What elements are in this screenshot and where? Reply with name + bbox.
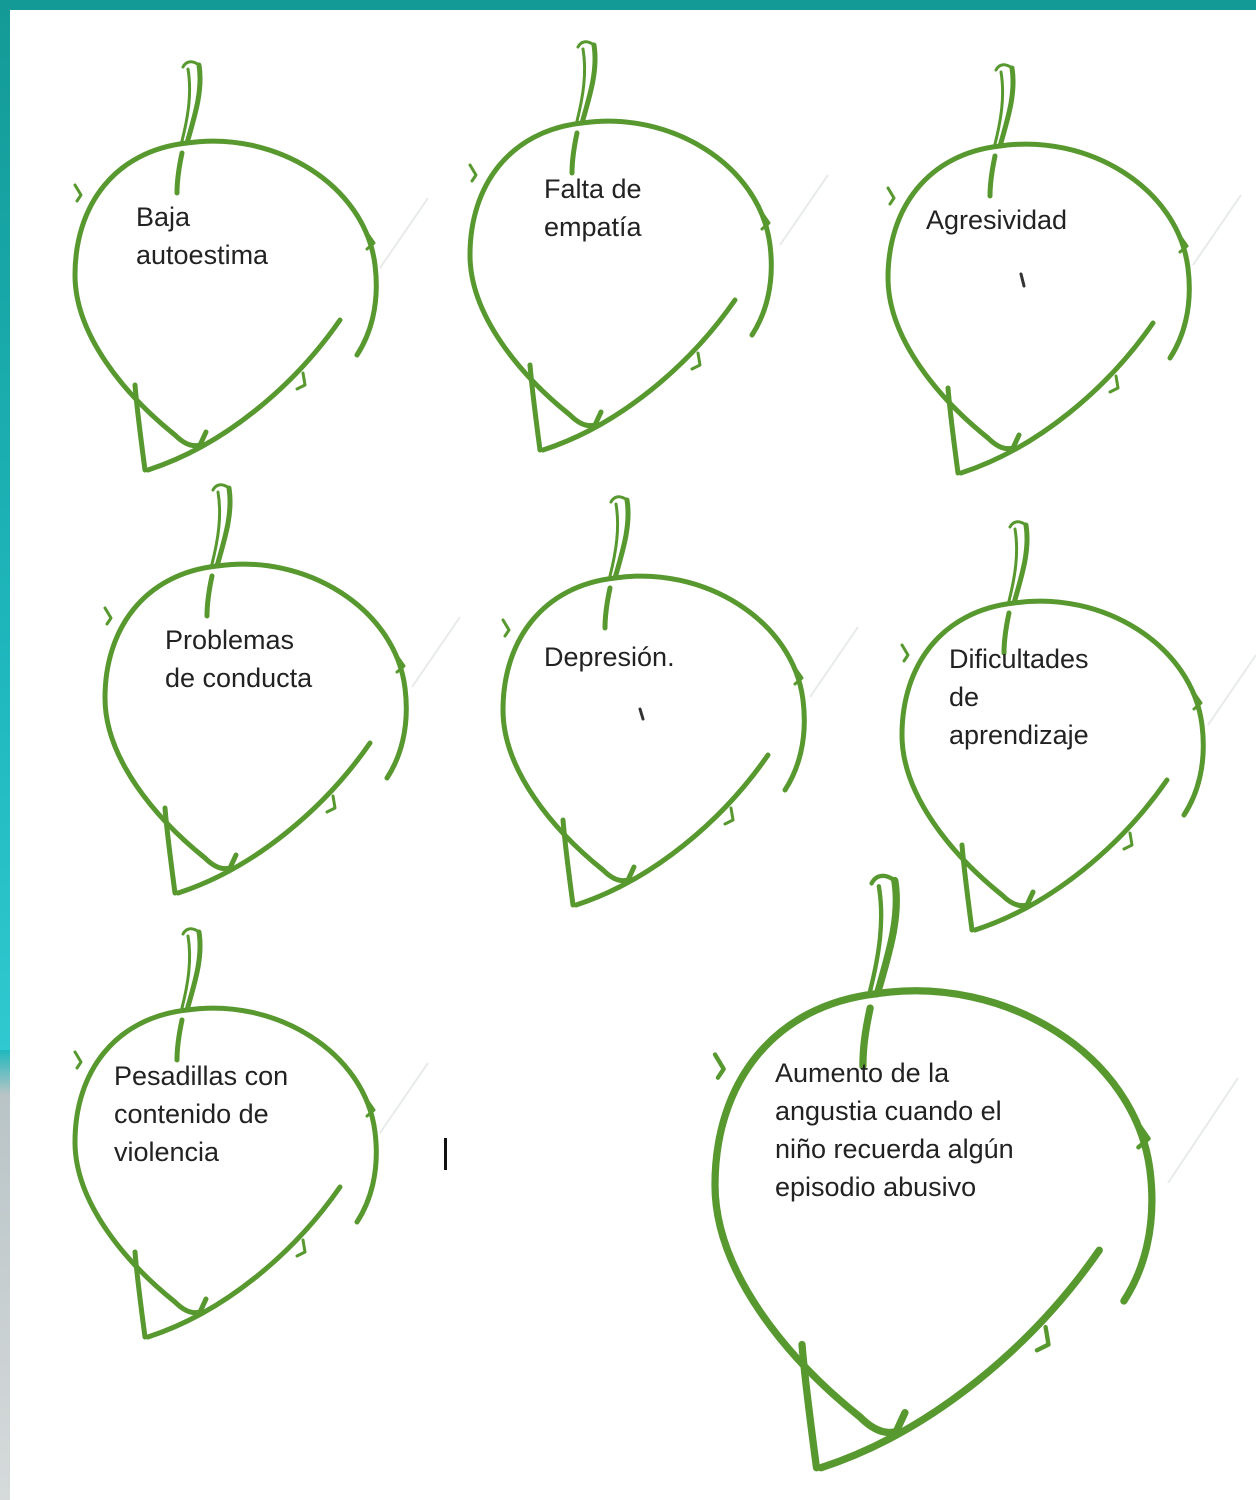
text-cursor (444, 1138, 447, 1170)
leaf-label-depresion: Depresión. (544, 642, 675, 672)
leaf-label-baja-autoestima: Baja autoestima (136, 202, 269, 270)
leaf-outline-5 (503, 497, 804, 905)
faint-watermark-strokes (379, 174, 1256, 1184)
leaf-label-dificultades-de-aprendizaje: Dificultades de aprendizaje (949, 644, 1089, 750)
leaf-label-agresividad: Agresividad (926, 205, 1068, 235)
leaf-label-falta-de-empatia: Falta de empatía (544, 174, 642, 242)
leaf-label-problemas-de-conducta: Problemas de conducta (165, 625, 313, 693)
page-edge-shadow (0, 1050, 10, 1500)
leaf-outline-3 (888, 65, 1189, 473)
leaf-label-aumento-de-la-angustia: Aumento de la angustia cuando el niño re… (775, 1058, 1014, 1202)
ink-marks (638, 272, 1026, 721)
leaf-label-pesadillas: Pesadillas con contenido de violencia (114, 1061, 289, 1167)
document-page (10, 10, 1256, 1500)
